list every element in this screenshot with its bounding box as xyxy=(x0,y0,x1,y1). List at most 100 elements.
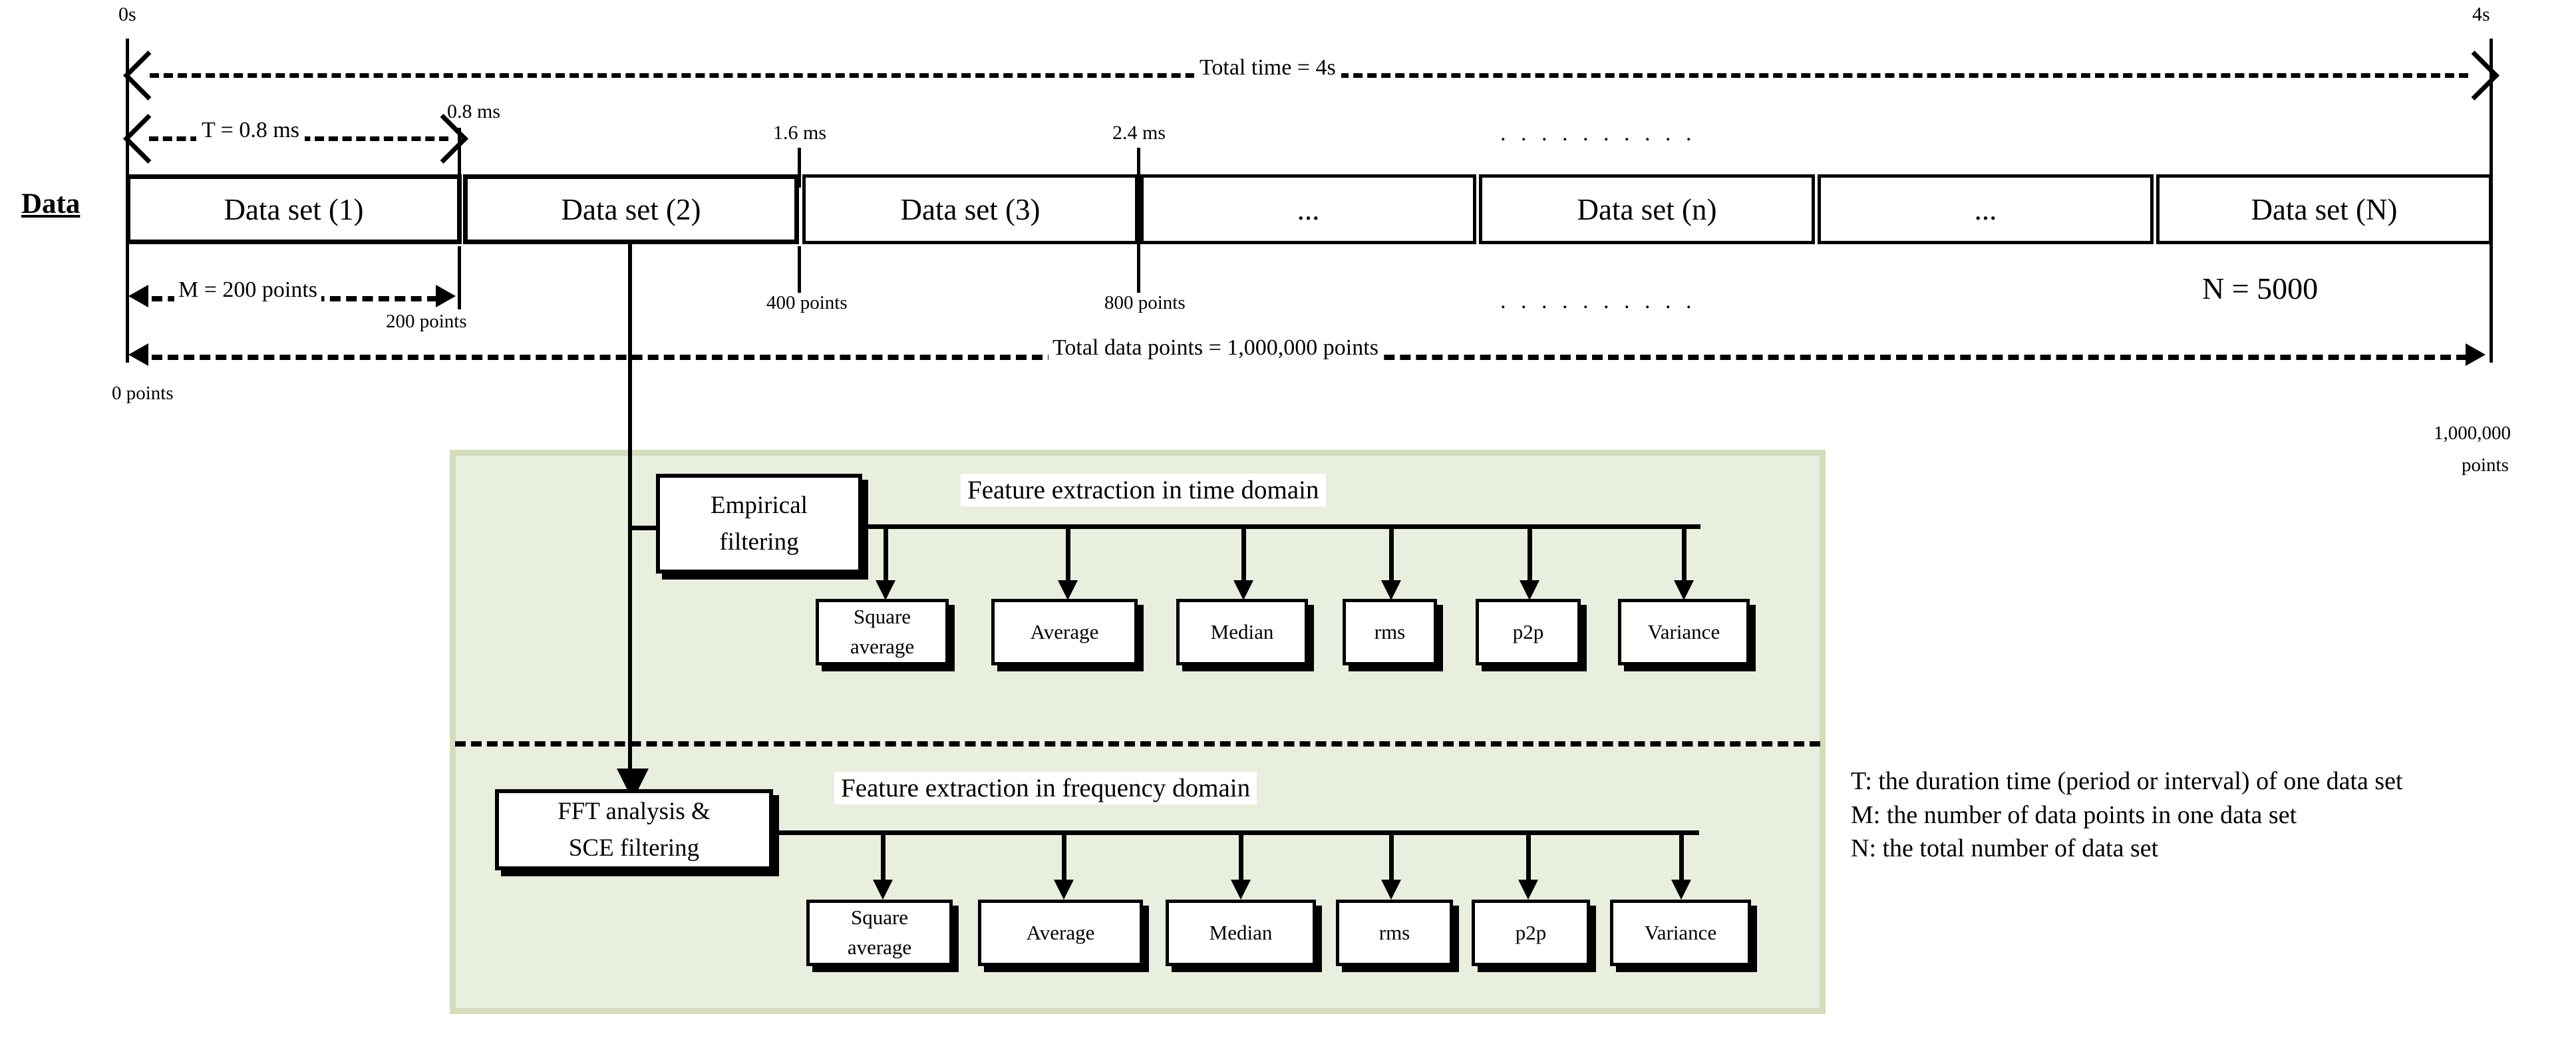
end-points-label-line2: points xyxy=(2462,454,2509,476)
time-feature-box-square-average[interactable]: Square average xyxy=(816,599,949,665)
legend-line-n: N: the total number of data set xyxy=(1851,834,2159,863)
data-set-box-1-label: Data set (1) xyxy=(224,192,364,226)
freq-feature-box-square-average[interactable]: Square average xyxy=(806,900,953,966)
fft-label-line2: SCE filtering xyxy=(568,834,700,862)
n-total-label: N = 5000 xyxy=(2202,271,2319,305)
time-feature-box-median[interactable]: Median xyxy=(1176,599,1308,665)
points-label-400: 400 points xyxy=(766,292,848,313)
points-label-200: 200 points xyxy=(386,311,467,332)
data-set-box-3-label: Data set (3) xyxy=(900,192,1041,226)
time-feature-box-average[interactable]: Average xyxy=(991,599,1138,665)
empirical-filtering-label-line2: filtering xyxy=(719,528,799,556)
data-set-box-ellipsis-2-label: ... xyxy=(1974,192,1997,226)
time-drop-arrow-6 xyxy=(1674,580,1694,600)
freq-feature-box-rms[interactable]: rms xyxy=(1336,900,1453,966)
empirical-branch-line xyxy=(628,526,659,530)
freq-feature-6-line1: Variance xyxy=(1644,920,1717,944)
time-drop-arrow-5 xyxy=(1520,580,1539,600)
freq-drop-line-6 xyxy=(1679,830,1684,882)
time-feature-box-p2p[interactable]: p2p xyxy=(1476,599,1581,665)
points-ellipsis: . . . . . . . . . . xyxy=(1500,289,1696,313)
time-drop-arrow-1 xyxy=(876,580,895,600)
data-set-box-2-label: Data set (2) xyxy=(561,192,701,226)
tick-rule-2-4ms xyxy=(1137,148,1140,254)
marker-0s: 0s xyxy=(118,3,136,25)
freq-drop-arrow-6 xyxy=(1671,880,1691,900)
time-drop-line-2 xyxy=(1066,524,1070,583)
time-feature-1-line1: Square xyxy=(853,605,911,629)
freq-drop-arrow-5 xyxy=(1518,880,1538,900)
points-rule-400 xyxy=(798,246,801,293)
total-time-arrow-left xyxy=(123,51,173,100)
empirical-filtering-label-line1: Empirical xyxy=(711,491,808,519)
end-points-label-line1: 1,000,000 xyxy=(2434,423,2511,444)
data-set-2-feed-line xyxy=(628,244,632,790)
tick-rule-1-6ms xyxy=(798,148,801,188)
tick-label-1-6ms: 1.6 ms xyxy=(773,122,827,144)
domain-separator xyxy=(455,741,1820,747)
freq-feature-box-p2p[interactable]: p2p xyxy=(1472,900,1590,966)
time-feature-5-line1: p2p xyxy=(1512,619,1544,643)
legend-block: T: the duration time (period or interval… xyxy=(1851,765,2516,866)
time-feature-6-line1: Variance xyxy=(1647,619,1720,643)
time-feature-box-rms[interactable]: rms xyxy=(1343,599,1437,665)
freq-feature-box-variance[interactable]: Variance xyxy=(1610,900,1751,966)
time-drop-line-1 xyxy=(884,524,888,583)
time-feature-1-line2: average xyxy=(850,635,915,658)
freq-feature-4-line1: rms xyxy=(1378,920,1410,944)
freq-feature-1-line2: average xyxy=(847,936,912,959)
data-set-box-3[interactable]: Data set (3) xyxy=(802,174,1138,244)
data-set-box-ellipsis-1[interactable]: ... xyxy=(1140,174,1476,244)
freq-feature-5-line1: p2p xyxy=(1515,920,1547,944)
period-arrow-left xyxy=(123,114,173,164)
freq-drop-arrow-1 xyxy=(873,880,893,900)
time-drop-arrow-2 xyxy=(1058,580,1078,600)
tick-ellipsis-top: . . . . . . . . . . xyxy=(1500,121,1696,146)
data-set-box-ellipsis-1-label: ... xyxy=(1297,192,1320,226)
time-feature-4-line1: rms xyxy=(1374,619,1406,643)
frequency-domain-section-label: Feature extraction in frequency domain xyxy=(834,772,1257,804)
m-arrow-left xyxy=(128,285,148,307)
time-drop-arrow-4 xyxy=(1381,580,1401,600)
time-drop-line-3 xyxy=(1241,524,1246,583)
frequency-domain-bus-line xyxy=(773,830,1699,835)
freq-drop-line-5 xyxy=(1526,830,1531,882)
points-rule-200 xyxy=(458,246,461,309)
data-set-box-n[interactable]: Data set (n) xyxy=(1479,174,1815,244)
time-drop-line-6 xyxy=(1682,524,1687,583)
freq-drop-line-3 xyxy=(1239,830,1243,882)
empirical-filtering-box[interactable]: Empirical filtering xyxy=(656,474,862,574)
total-points-arrow-right xyxy=(2466,343,2486,366)
tick-label-0-8ms: 0.8 ms xyxy=(447,100,501,122)
freq-feature-box-median[interactable]: Median xyxy=(1166,900,1316,966)
tick-rule-0-8ms xyxy=(458,128,461,188)
points-rule-800 xyxy=(1137,246,1140,293)
legend-line-m: M: the number of data points in one data… xyxy=(1851,800,2297,829)
points-label-800: 800 points xyxy=(1104,292,1186,313)
freq-drop-line-2 xyxy=(1062,830,1066,882)
time-domain-bus-line xyxy=(862,524,1700,529)
data-set-box-1[interactable]: Data set (1) xyxy=(126,174,462,244)
freq-feature-box-average[interactable]: Average xyxy=(978,900,1143,966)
time-feature-3-line1: Median xyxy=(1210,619,1274,643)
total-time-label: Total time = 4s xyxy=(1194,56,1341,80)
m-arrow-right xyxy=(436,285,456,307)
time-feature-box-variance[interactable]: Variance xyxy=(1618,599,1750,665)
freq-drop-arrow-4 xyxy=(1381,880,1401,900)
data-set-box-n-label: Data set (n) xyxy=(1577,192,1717,226)
data-set-box-ellipsis-2[interactable]: ... xyxy=(1818,174,2154,244)
m-label: M = 200 points xyxy=(174,278,322,302)
fft-label-line1: FFT analysis & xyxy=(558,797,711,825)
time-drop-arrow-3 xyxy=(1233,580,1253,600)
tick-label-2-4ms: 2.4 ms xyxy=(1112,122,1166,144)
data-set-box-N[interactable]: Data set (N) xyxy=(2156,174,2492,244)
freq-drop-line-4 xyxy=(1389,830,1394,882)
time-feature-2-line1: Average xyxy=(1030,619,1099,643)
time-drop-line-5 xyxy=(1528,524,1532,583)
time-drop-line-4 xyxy=(1389,524,1394,583)
data-set-box-2[interactable]: Data set (2) xyxy=(463,174,799,244)
freq-drop-arrow-2 xyxy=(1054,880,1074,900)
time-domain-section-label: Feature extraction in time domain xyxy=(961,474,1326,506)
fft-sce-filtering-box[interactable]: FFT analysis & SCE filtering xyxy=(495,789,773,870)
